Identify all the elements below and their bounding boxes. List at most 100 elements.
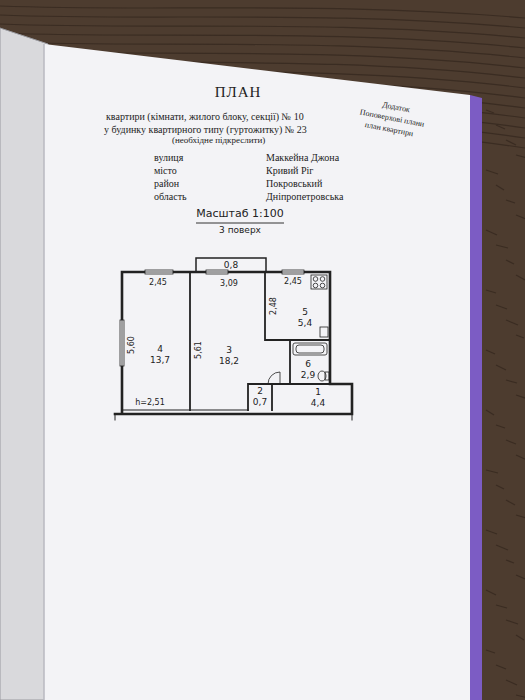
plan-stroke [506,320,518,325]
plan-stroke [206,272,228,273]
plan-stroke [496,665,506,669]
dimension: 5,60 [128,336,137,354]
plan-stroke [44,44,470,700]
plan-stroke [486,470,498,473]
field-name: місто [154,165,177,176]
plan-stroke [115,414,352,420]
page-title: ПЛАН [215,84,262,101]
plan-stroke [516,575,525,579]
plan-stroke [516,695,525,698]
field-value: Дніпропетровська [266,191,343,202]
plan-stroke [145,270,173,274]
plan-stroke [486,230,497,235]
plan-stroke [496,485,504,489]
field-name: район [154,178,179,189]
field-value: Покровський [266,178,322,189]
plan-stroke [293,343,327,355]
plan-stroke [320,277,325,282]
plan-stroke [516,635,524,640]
plan-stroke [0,33,525,48]
plan-stroke [280,372,281,384]
scale-label: Масштаб 1:100 [196,208,283,220]
room-number: 1 [311,387,325,398]
plan-stroke [506,440,516,444]
plan-stroke [120,320,124,366]
room-number: 5 [298,307,312,318]
plan-stroke [115,272,352,414]
plan-stroke [486,530,497,534]
plan-stroke [486,650,495,653]
plan-stroke [120,270,304,366]
plan-stroke [470,95,482,700]
plan-stroke [516,215,525,219]
dimension: 3,09 [220,280,238,289]
plan-stroke [196,223,284,224]
room-area-value: 0,8 [224,260,238,271]
plan-stroke [496,305,507,309]
plan-stroke [516,275,525,280]
field-name: вулиця [154,152,183,163]
plan-stroke [296,345,324,353]
room-area-value: 13,7 [150,355,170,366]
plan-stroke [496,365,506,370]
plan-stroke [506,380,517,383]
plan-stroke [115,258,352,420]
plan-stroke [506,620,518,624]
header-note: (необхідне підкреслити) [172,136,265,146]
plan-stroke [311,275,327,289]
plan-stroke [496,185,504,190]
room-area: 318,2 [218,345,240,367]
room-area: 0,8 [223,260,239,271]
plan-stroke [43,44,45,700]
plan-stroke [190,272,330,410]
room-number: 4 [150,344,170,355]
plan-stroke [313,277,318,282]
room-area: 20,7 [252,386,268,408]
plan-stroke [496,125,505,129]
plan-stroke [506,140,516,145]
field-value: Маккейна Джона [266,152,339,163]
plan-stroke [0,28,48,700]
room-area-value: 4,4 [311,398,325,409]
plan-stroke [268,275,329,384]
ceiling-height: h=2,51 [135,399,165,408]
plan-stroke [320,327,328,337]
plan-stroke [516,155,525,158]
plan-stroke [486,110,494,113]
plan-stroke [268,372,280,384]
plan-stroke [325,372,329,380]
room-area-value: 2,9 [301,370,315,381]
dimension: 2,45 [149,279,167,288]
plan-stroke [496,605,507,608]
plan-stroke [496,245,508,248]
plan-stroke [486,290,496,293]
room-number: 2 [253,386,267,397]
floor-label: 3 поверх [219,226,261,236]
plan-stroke [122,409,248,410]
room-area-value: 5,4 [298,318,312,329]
field-value: Кривий Ріг [266,165,313,176]
room-area-value: 18,2 [219,356,239,367]
plan-stroke [516,515,525,518]
plan-stroke [506,200,515,203]
plan-stroke [0,28,48,700]
plan-stroke [320,283,325,288]
plan-stroke [506,260,514,264]
plan-stroke [496,545,508,550]
plan-stroke [486,410,494,415]
room-area: 413,7 [149,344,171,366]
plan-stroke [496,425,505,428]
plan-stroke [282,270,304,274]
plan-stroke [486,590,496,595]
room-number: 3 [219,345,239,356]
plan-stroke [506,560,514,563]
plan-stroke [282,272,304,273]
plan-stroke [506,500,515,505]
plan-stroke [145,272,173,273]
plan-stroke [486,170,498,174]
plan-stroke [486,350,495,354]
plan-stroke [313,283,318,288]
